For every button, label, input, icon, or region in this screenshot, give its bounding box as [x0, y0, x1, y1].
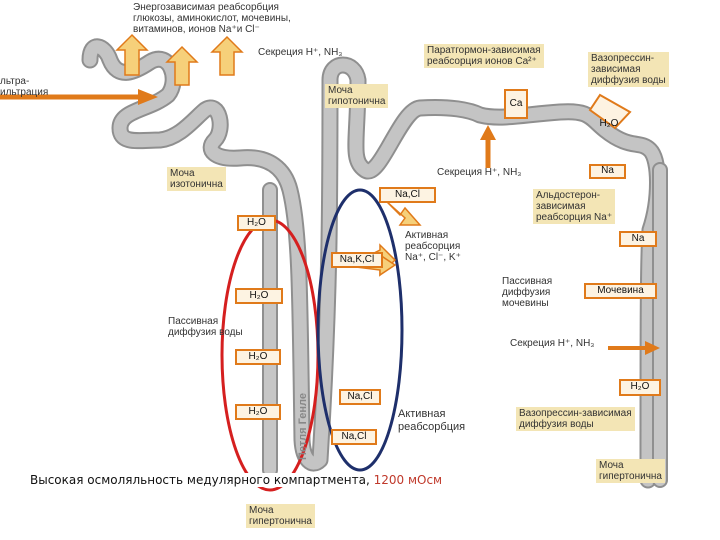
tag-na-right-2: Na	[631, 233, 645, 244]
active-reabsorption-label: Активная реабсорция Na⁺, Cl⁻, K⁺	[405, 230, 461, 263]
bottom-caption-value: 1200 мОсм	[373, 473, 443, 487]
secretion-top-label: Секреция H⁺, NH₃	[258, 47, 343, 58]
urine-hypertonic-right-label: Моча гипертонична	[596, 459, 665, 483]
secretion-mid-label: Секреция H⁺, NH₃	[437, 167, 522, 178]
pth-label: Паратгормон-зависимая реабсорция ионов C…	[424, 44, 544, 68]
tag-h2o-left-1: H₂O	[247, 217, 266, 228]
urine-hypertonic-bottom-label: Моча гипертонична	[246, 504, 315, 528]
tag-urea: Мочевина	[597, 285, 644, 296]
tag-h2o-left-3: H₂O	[248, 351, 268, 362]
blue-oval	[316, 188, 404, 472]
tag-na-cl-low2: Na,Cl	[341, 431, 367, 442]
secretion-low-label: Секреция H⁺, NH₃	[510, 338, 595, 349]
vasopressin-bottom-label: Вазопрессин-зависимая диффузия воды	[516, 407, 635, 431]
tag-h2o-left-4: H₂O	[248, 406, 268, 417]
tubule	[81, 38, 668, 489]
bottom-caption: Высокая осмоляльность медулярного компар…	[30, 473, 575, 487]
tag-na-right-1: Na	[601, 165, 614, 176]
passive-urea-label: Пассивная диффузия мочевины	[502, 276, 553, 309]
aldosterone-label: Альдостерон- зависимая реабсорция Na⁺	[533, 189, 616, 224]
urine-isotonic-label: Моча изотонична	[167, 167, 226, 191]
secretion-arrowhead	[480, 125, 496, 140]
tag-h2o-right-low: H₂O	[630, 381, 650, 392]
ultrafiltration-label: льтра- ильтрация	[0, 76, 49, 98]
tag-h2o-top-right: H₂O	[599, 118, 619, 129]
vasopressin-top-label: Вазопрессин- зависимая диффузия воды	[588, 52, 669, 87]
active-reabsorption-2-label: Активная реабсорбция	[398, 408, 466, 433]
energy-reabsorption-label: Энергозависимая реабсорбция глюкозы, ами…	[133, 2, 291, 35]
tag-h2o-left-2: H₂O	[249, 290, 269, 301]
ultrafiltration-arrowhead	[138, 89, 158, 105]
tag-ca: Ca	[509, 98, 523, 109]
bottom-caption-text: Высокая осмоляльность медулярного компар…	[30, 473, 374, 487]
urine-hypotonic-label: Моча гипотонична	[325, 84, 389, 108]
tag-arrows	[235, 89, 661, 445]
secretion-low-arrowhead	[645, 341, 660, 355]
tag-na-cl-low1: Na,Cl	[347, 391, 373, 402]
tag-na-cl-top: Na,Cl	[394, 189, 420, 200]
passive-water-label: Пассивная диффузия воды	[168, 316, 243, 338]
tag-na-k-cl: Na,K,Cl	[339, 254, 375, 265]
loop-henle-label: Петля Генле	[297, 393, 309, 460]
